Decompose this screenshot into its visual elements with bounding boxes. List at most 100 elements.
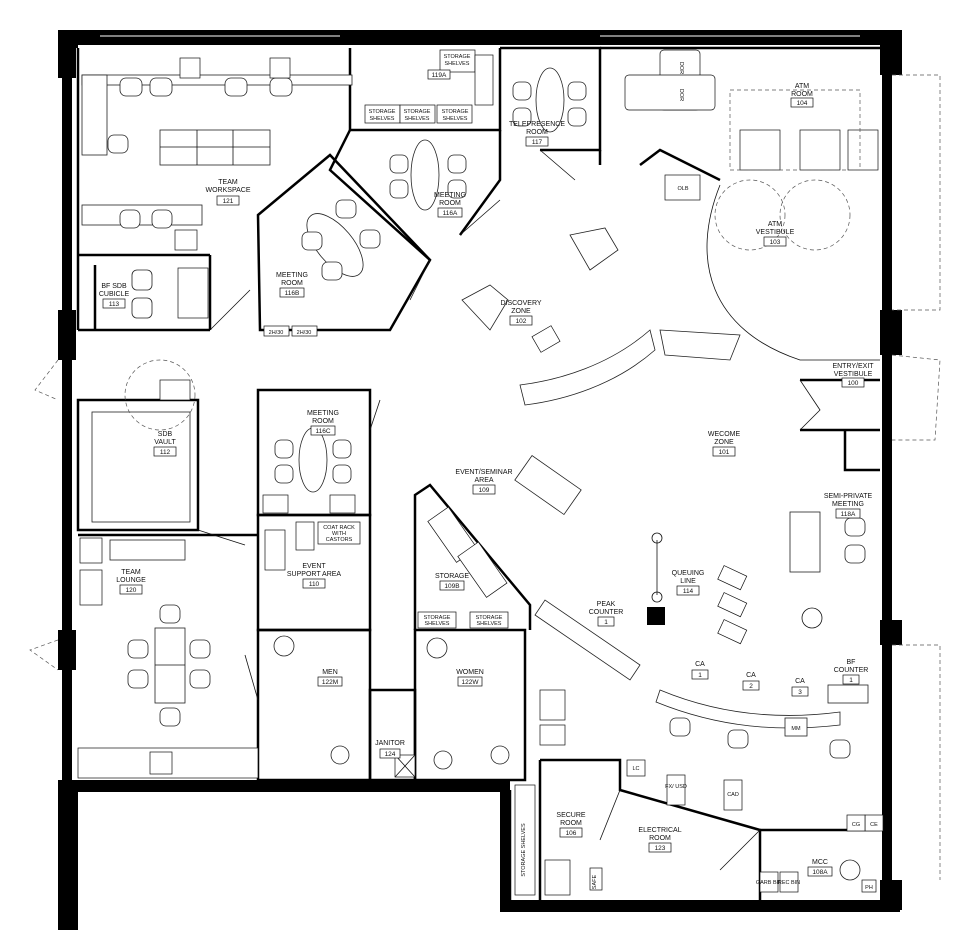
text-label: SHELVES xyxy=(445,61,470,67)
text-label: SHELVES xyxy=(477,621,502,627)
text-label: 109B xyxy=(444,583,459,590)
room-label-atm-vestibule: ATM VESTIBULE 103 xyxy=(756,221,795,247)
text-label: WECOME xyxy=(708,431,741,438)
text-label: WORKSPACE xyxy=(206,187,251,194)
text-label: 121 xyxy=(223,198,234,205)
text-label: SDB xyxy=(158,431,173,438)
text-label: CASTORS xyxy=(326,537,353,543)
room-label-janitor: JANITOR 124 xyxy=(375,740,405,759)
text-label: 1 xyxy=(604,619,608,626)
text-label: DISCOVERY xyxy=(500,300,541,307)
text-label: STORAGE xyxy=(435,573,469,580)
room-label-event-seminar: EVENT/SEMINAR AREA 109 xyxy=(455,469,513,495)
text-label: CA xyxy=(795,678,805,685)
text-label: SEMI-PRIVATE xyxy=(824,493,873,500)
room-label-sdb-vault: SDB VAULT 112 xyxy=(153,431,176,457)
text-label: MCC xyxy=(812,859,828,866)
text-label: PEAK xyxy=(597,601,616,608)
text-label: 112 xyxy=(160,449,171,456)
text-label: 116B xyxy=(285,290,300,297)
text-label: COUNTER xyxy=(589,609,624,616)
top-door-panels: DOR DOR xyxy=(624,49,716,111)
exterior-walls xyxy=(58,30,902,930)
text-label: 2 xyxy=(749,683,753,690)
room-label-team-workspace: TEAM WORKSPACE 121 xyxy=(206,179,251,206)
text-label: STORAGE xyxy=(369,109,396,115)
text-label: SHELVES xyxy=(443,116,468,122)
room-label-storage-119a: 119A xyxy=(427,69,451,80)
event-area-furniture xyxy=(514,454,582,516)
text-label: SUPPORT AREA xyxy=(287,571,342,578)
text-label: 102 xyxy=(516,318,527,325)
room-label-secure-room: SECURE ROOM 106 xyxy=(556,812,586,838)
room-label-discovery-zone: DISCOVERY ZONE 102 xyxy=(500,300,542,326)
room-label-women: WOMEN 122W xyxy=(456,669,484,687)
text-label: 118A xyxy=(841,511,856,518)
fire-rating-label-2: 2H/30 xyxy=(297,330,312,336)
text-label: TELEPRESENCE xyxy=(509,121,565,128)
text-label: BF xyxy=(847,659,856,666)
event-support-details: COAT RACK WITH CASTORS xyxy=(264,521,361,571)
team-lounge-furniture xyxy=(77,537,259,779)
atm-vestibule-curve xyxy=(706,184,880,361)
text-label: 123 xyxy=(655,845,666,852)
counter-label-ca-1: CA 1 xyxy=(691,661,709,680)
room-label-bf-counter: BF COUNTER 1 xyxy=(834,659,868,685)
text-label: 117 xyxy=(532,139,543,146)
room-label-peak-counter: PEAK COUNTER 1 xyxy=(589,601,624,627)
room-label-team-lounge: TEAM LOUNGE 120 xyxy=(116,569,146,595)
text-label: TEAM xyxy=(218,179,238,186)
room-label-men: MEN 122M xyxy=(317,669,343,687)
text-label: CA xyxy=(746,672,756,679)
text-label: EVENT xyxy=(302,563,326,570)
service-room-details: LC FX/ USD CAD CE CG PH SAFE GARB BIN RE… xyxy=(514,689,884,896)
text-label: 116C xyxy=(315,428,330,435)
room-label-semi-private: SEMI-PRIVATE MEETING 118A xyxy=(824,493,873,519)
dor-label-2: DOR xyxy=(678,89,684,101)
text-label: ROOM xyxy=(649,835,671,842)
text-label: 108A xyxy=(812,869,828,876)
queuing-line-details xyxy=(647,532,823,645)
text-label: SHELVES xyxy=(370,116,395,122)
text-label: GARB BIN xyxy=(756,880,782,886)
text-label: STORAGE xyxy=(444,54,471,60)
meeting-116c-furniture xyxy=(262,427,356,514)
room-label-bf-sdb-cubicle: BF SDB CUBICLE 113 xyxy=(99,283,130,309)
text-label: EVENT/SEMINAR xyxy=(455,469,512,476)
text-label: TEAM xyxy=(121,569,141,576)
text-label: QUEUING xyxy=(672,570,705,577)
counter-label-ca-3: CA 3 xyxy=(791,678,809,697)
discovery-zone-furniture xyxy=(461,227,741,406)
text-label: ATM xyxy=(795,83,809,90)
top-storage-shelves: STORAGE SHELVES STORAGE SHELVES STORAGE … xyxy=(364,49,494,124)
text-label: STORAGE xyxy=(442,109,469,115)
text-label: LOUNGE xyxy=(116,577,146,584)
text-label: VESTIBULE xyxy=(756,229,795,236)
text-label: 113 xyxy=(109,301,120,308)
meeting-116b-furniture: 2H/30 2H/30 xyxy=(263,199,381,337)
text-label: ZONE xyxy=(714,439,734,446)
olb-label: OLB xyxy=(677,186,688,192)
text-label: ROOM xyxy=(281,280,303,287)
text-label: MM xyxy=(791,726,801,732)
text-label: 114 xyxy=(683,588,694,595)
text-label: CUBICLE xyxy=(99,291,130,298)
room-label-meeting-116b: MEETING ROOM 116B xyxy=(276,272,308,298)
text-label: 1 xyxy=(698,672,702,679)
text-label: COAT RACK xyxy=(323,525,355,531)
room-label-telepresence: TELEPRESENCE ROOM 117 xyxy=(509,121,565,147)
text-label: PH xyxy=(865,885,873,891)
restroom-fixtures xyxy=(273,635,510,778)
room-label-storage-109b: STORAGE 109B xyxy=(435,573,469,591)
text-label: SAFE xyxy=(592,874,598,889)
text-label: LC xyxy=(632,766,639,772)
text-label: JANITOR xyxy=(375,740,405,747)
text-label: SHELVES xyxy=(425,621,450,627)
exterior-door-swings xyxy=(29,74,941,880)
text-label: 106 xyxy=(566,830,577,837)
text-label: STORAGE xyxy=(424,615,451,621)
room-label-welcome-zone: WECOME ZONE 101 xyxy=(708,431,741,457)
storage-109b-shelves: STORAGE SHELVES STORAGE SHELVES xyxy=(417,506,509,629)
text-label: MEETING xyxy=(832,501,864,508)
